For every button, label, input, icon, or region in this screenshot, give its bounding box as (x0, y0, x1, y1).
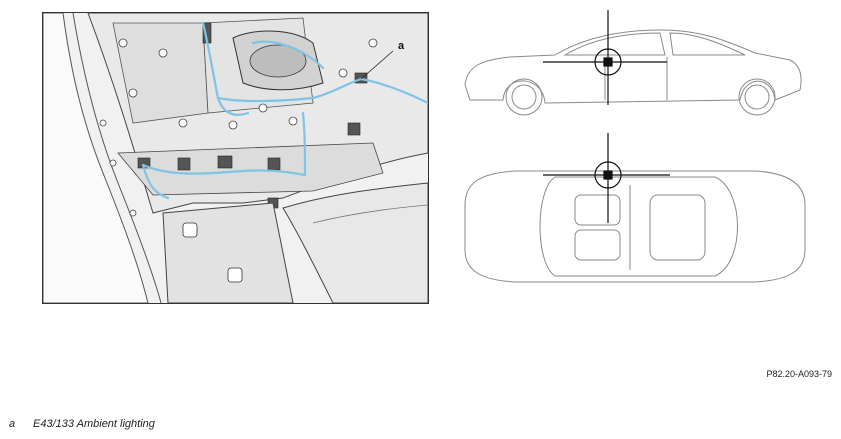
door-panel-drawing: a (43, 13, 428, 303)
vehicle-top-view (464, 170, 806, 283)
vehicle-location-views (464, 10, 806, 283)
legend-item: a E43/133 Ambient lighting (9, 418, 155, 430)
vehicle-side-view (464, 29, 802, 116)
callout-label-a: a (398, 40, 405, 52)
legend-key: a (9, 418, 16, 430)
figure-reference: P82.20-A093-79 (766, 369, 832, 379)
location-crosshair-icon (543, 10, 667, 105)
location-crosshair-icon (543, 133, 670, 223)
door-panel-detail-view: a (42, 12, 429, 304)
legend-text: E43/133 Ambient lighting (33, 418, 155, 430)
